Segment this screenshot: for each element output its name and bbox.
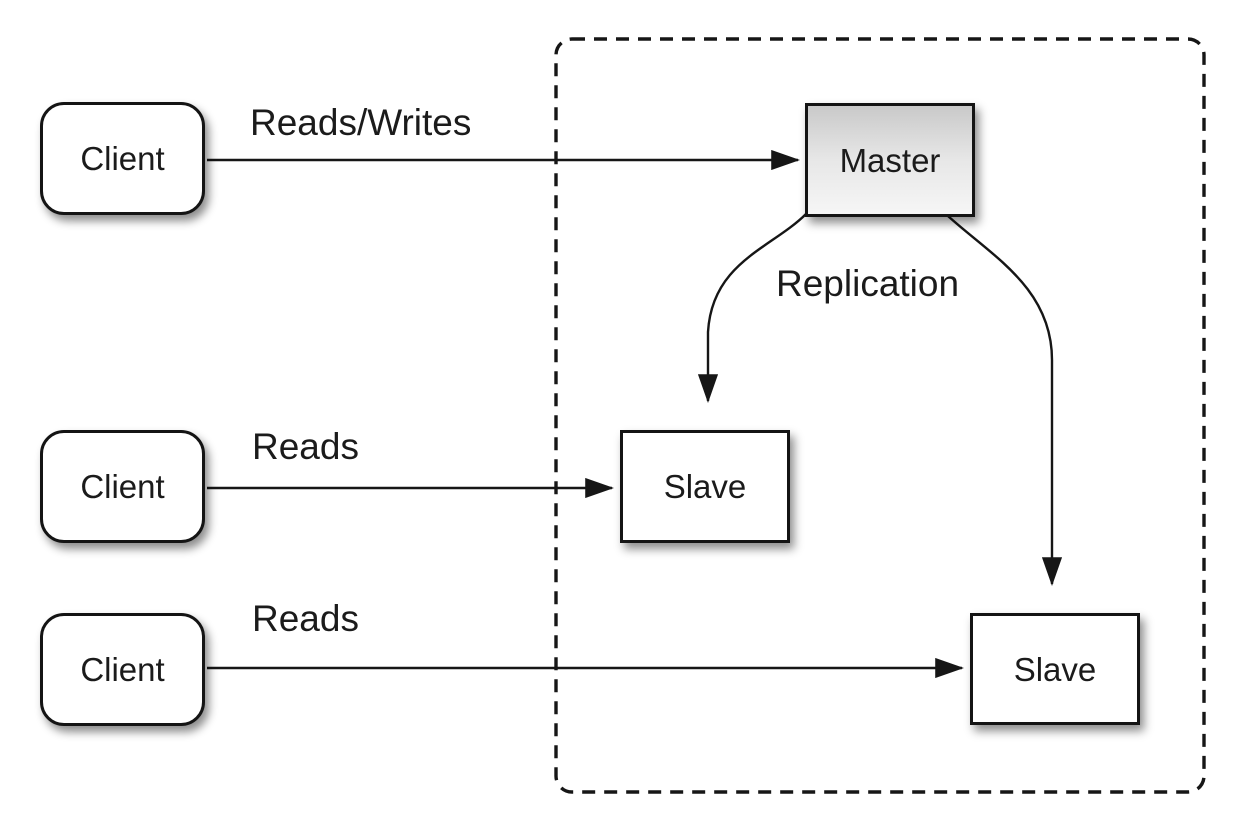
node-slave-1: Slave: [620, 430, 790, 543]
node-slave-2: Slave: [970, 613, 1140, 725]
node-client-3-label: Client: [80, 651, 165, 688]
node-client-1-label: Client: [80, 140, 165, 177]
edge-master-to-slave2: [947, 215, 1063, 587]
node-slave-2-label: Slave: [1013, 650, 1097, 688]
node-master-label: Master: [839, 141, 941, 179]
edge-label-reads-writes: Reads/Writes: [250, 102, 472, 143]
edge-label-replication: Replication: [776, 263, 960, 304]
node-client-2-label: Client: [80, 468, 165, 505]
replication-group-boundary: [554, 37, 1206, 794]
node-slave-1-label: Slave: [663, 468, 747, 505]
edge-label-reads-1: Reads: [252, 426, 359, 467]
node-master: Master: [805, 103, 975, 217]
edge-label-reads-2: Reads: [252, 598, 359, 639]
node-client-2: Client: [40, 430, 205, 543]
edge-master-to-slave1: [697, 213, 807, 404]
node-client-1: Client: [40, 102, 205, 215]
node-client-3: Client: [40, 613, 205, 726]
